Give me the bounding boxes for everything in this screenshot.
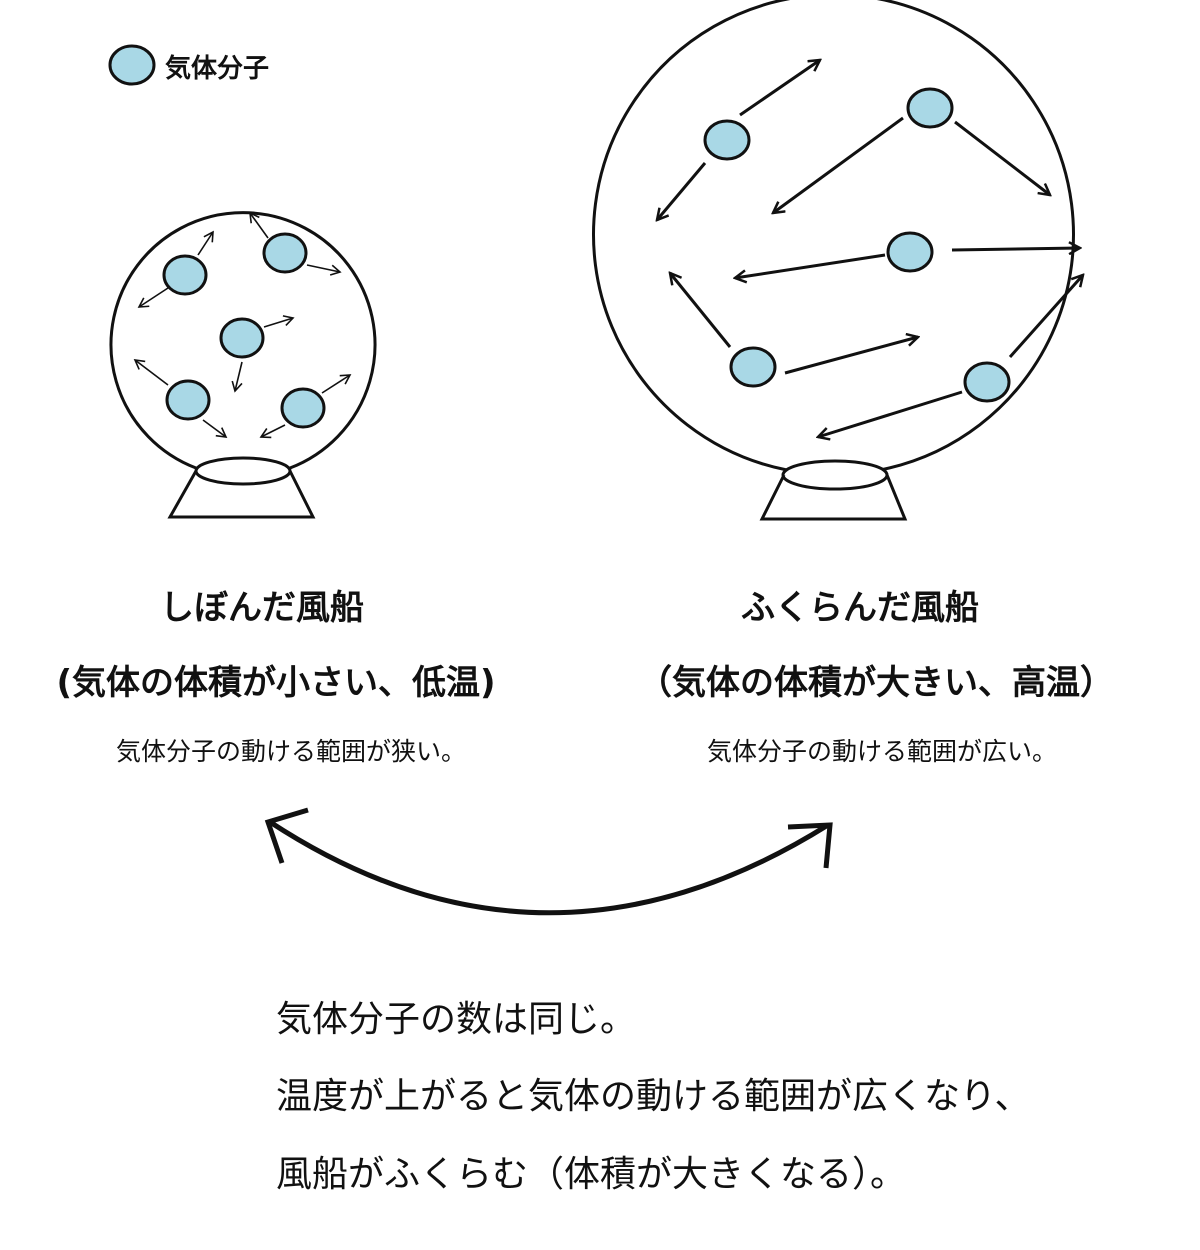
inflated-balloon-neck bbox=[781, 459, 889, 491]
note-line-3: 風船がふくらむ（体積が大きくなる）。 bbox=[276, 1154, 907, 1195]
molecule bbox=[262, 232, 308, 274]
molecule bbox=[906, 87, 954, 129]
legend-molecule-icon bbox=[108, 44, 156, 86]
motion-arrow bbox=[321, 374, 352, 394]
deflated-balloon-title: しぼんだ風船 bbox=[160, 588, 364, 628]
motion-arrow bbox=[818, 390, 963, 437]
deflated-balloon-stand bbox=[167, 470, 316, 519]
motion-arrow bbox=[259, 424, 286, 439]
transition-arrowhead-right bbox=[787, 822, 833, 869]
note-line-1: 気体分子の数は同じ。 bbox=[276, 999, 637, 1040]
motion-arrow bbox=[306, 264, 342, 276]
inflated-balloon-body bbox=[592, 0, 1075, 472]
note-line-2: 温度が上がると気体の動ける範囲が広くなり、 bbox=[276, 1076, 1031, 1117]
motion-arrow bbox=[133, 359, 169, 386]
deflated-molecules bbox=[162, 232, 326, 429]
inflated-balloon-stand bbox=[759, 474, 908, 521]
motion-arrow bbox=[263, 315, 295, 328]
deflated-balloon-caption: 気体分子の動ける範囲が狭い。 bbox=[115, 737, 466, 766]
motion-arrow bbox=[137, 287, 169, 308]
molecule bbox=[729, 346, 777, 388]
transition-arrowhead-left bbox=[264, 807, 309, 864]
molecule bbox=[162, 254, 208, 296]
inflated-balloon-caption: 気体分子の動ける範囲が広い。 bbox=[706, 737, 1057, 766]
deflated-balloon-subtitle: (気体の体積が小さい、低温) bbox=[56, 663, 496, 703]
inflated-balloon bbox=[592, 0, 1083, 521]
molecule bbox=[219, 317, 265, 359]
motion-arrow bbox=[657, 162, 707, 220]
transition-double-arrow bbox=[268, 819, 830, 916]
motion-arrow bbox=[773, 116, 904, 213]
molecule bbox=[165, 379, 211, 421]
molecule bbox=[280, 387, 326, 429]
inflated-balloon-title: ふくらんだ風船 bbox=[741, 588, 979, 628]
motion-arrow bbox=[1008, 275, 1083, 358]
motion-arrow bbox=[670, 273, 732, 348]
molecule bbox=[963, 361, 1011, 403]
deflated-balloon-body bbox=[109, 211, 377, 470]
motion-arrow bbox=[784, 337, 918, 375]
inflated-molecules bbox=[703, 87, 1011, 403]
molecule bbox=[703, 119, 751, 161]
motion-arrow bbox=[954, 120, 1050, 195]
molecule bbox=[886, 231, 934, 273]
motion-arrow bbox=[231, 361, 243, 393]
deflated-balloon bbox=[109, 211, 377, 519]
motion-arrow bbox=[202, 419, 228, 438]
deflated-motion-arrows bbox=[133, 211, 352, 439]
motion-arrow bbox=[197, 230, 214, 256]
inflated-balloon-subtitle: （気体の体積が大きい、高温） bbox=[638, 663, 1114, 703]
motion-arrow bbox=[735, 253, 886, 278]
motion-arrow bbox=[249, 211, 269, 239]
legend-label: 気体分子 bbox=[165, 54, 270, 84]
inflated-motion-arrows bbox=[657, 60, 1083, 437]
deflated-balloon-neck bbox=[194, 456, 292, 486]
motion-arrow bbox=[739, 60, 820, 117]
motion-arrow bbox=[951, 248, 1080, 250]
